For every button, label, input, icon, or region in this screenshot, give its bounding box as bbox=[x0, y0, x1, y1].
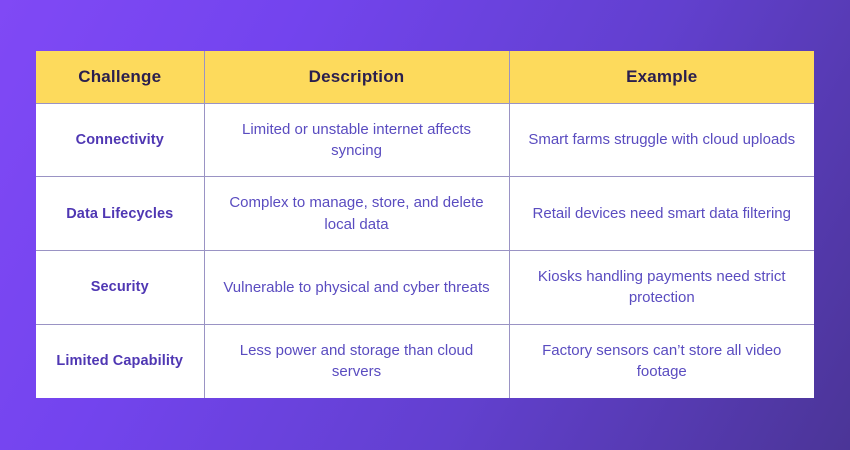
cell-example: Factory sensors can’t store all video fo… bbox=[542, 342, 782, 381]
cell-challenge: Security bbox=[36, 250, 205, 325]
cell-example: Kiosks handling payments need strict pro… bbox=[509, 250, 814, 325]
cell-challenge: Data Lifecycles bbox=[36, 176, 205, 251]
cell-example: Smart farms struggle with cloud uploads bbox=[509, 103, 814, 178]
column-header-example: Example bbox=[509, 51, 814, 104]
table-header-row: Challenge Description Example bbox=[36, 51, 814, 104]
table-row: Connectivity Limited or unstable interne… bbox=[36, 103, 814, 178]
cell-description: Less power and storage than cloud server… bbox=[204, 324, 510, 398]
cell-description: Complex to manage, store, and delete loc… bbox=[204, 176, 510, 251]
cell-example: Retail devices need smart data filtering bbox=[509, 176, 814, 251]
table-header: Challenge Description Example bbox=[36, 51, 814, 104]
challenge-table-card: Challenge Description Example Connectivi… bbox=[36, 51, 814, 398]
table-row: Limited Capability Less power and storag… bbox=[36, 324, 814, 398]
table-body: Connectivity Limited or unstable interne… bbox=[36, 103, 814, 398]
challenge-table: Challenge Description Example Connectivi… bbox=[36, 51, 814, 398]
cell-description: Vulnerable to physical and cyber threats bbox=[204, 250, 510, 325]
column-header-challenge: Challenge bbox=[36, 51, 205, 104]
column-header-description: Description bbox=[204, 51, 510, 104]
table-row: Security Vulnerable to physical and cybe… bbox=[36, 250, 814, 325]
cell-challenge: Limited Capability bbox=[36, 324, 205, 398]
cell-challenge: Connectivity bbox=[36, 103, 205, 178]
table-row: Data Lifecycles Complex to manage, store… bbox=[36, 176, 814, 251]
cell-description: Limited or unstable internet affects syn… bbox=[204, 103, 510, 178]
